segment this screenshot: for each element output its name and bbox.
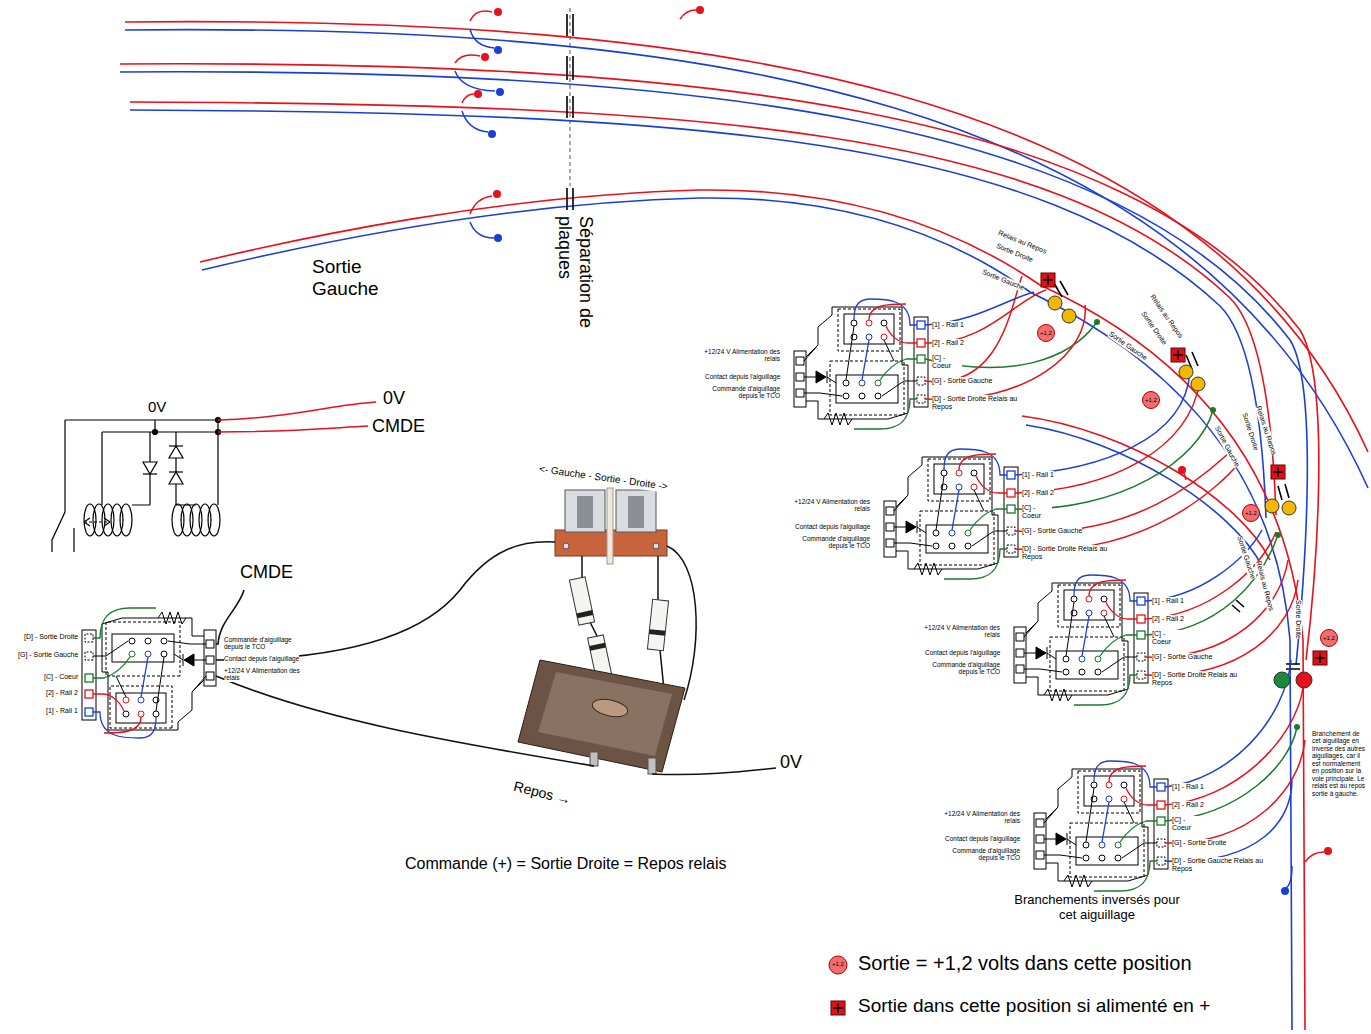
voltage-label: +1,2 [1145, 397, 1157, 403]
input-label: Commande d'aiguillage depuis le TCO [782, 535, 870, 550]
turnout-motor [555, 488, 667, 564]
voltage-marker: +1,2 [1037, 324, 1055, 342]
terminal-label: [2] - Rail 2 [1152, 615, 1184, 623]
legend-text: Sortie dans cette position si alimenté e… [858, 995, 1210, 1017]
insulated-joint [567, 14, 1300, 669]
input-label: +12/24 V Alimentation des relais [224, 667, 310, 682]
terminal-label: [D] - Sortie Droite Relais au Repos [1022, 545, 1114, 561]
terminal-label: [2] - Rail 2 [1172, 801, 1204, 809]
turnout-indicator [1041, 273, 1327, 730]
signal-name: 0V [148, 398, 166, 415]
terminal-label: [G] - Sortie Gauche [18, 651, 78, 659]
terminal-label: [1] - Rail 1 [1172, 783, 1204, 791]
motor-direction-label: <- Gauche - Sortie - Droite -> [538, 463, 668, 492]
terminal-label: [D] - Sortie Droite Relais au Repos [932, 395, 1024, 411]
terminal-label: [2] - Rail 2 [1022, 489, 1054, 497]
input-label: Contact depuis l'aiguillage [224, 655, 299, 662]
terminal-label: [C] - Coeur [44, 673, 78, 681]
relay-board [1034, 761, 1168, 891]
input-label: Commande d'aiguillage depuis le TCO [224, 636, 304, 651]
voltage-marker: +1,2 [1242, 504, 1260, 522]
relay-board [794, 299, 928, 429]
terminal-label: [C] - Coeur [1152, 630, 1182, 646]
terminal-label: [G] - Sortie Droite [1172, 839, 1226, 847]
track-label: Sortie Gauche [1213, 425, 1241, 468]
board-note: Branchements inversés pour cet aiguillag… [1012, 893, 1182, 923]
terminal-label: [2] - Rail 2 [46, 689, 78, 697]
feeder-dot [474, 6, 1332, 895]
track-name: Sortie Gauche [312, 256, 412, 300]
black-wire [216, 542, 776, 775]
legend-sample [829, 956, 847, 1015]
terminal-label: [D] - Sortie Gauche Relais au Repos [1172, 857, 1264, 873]
input-label: Contact depuis l'aiguillage [925, 649, 1000, 656]
legend-sample-label: +1,2 [832, 961, 844, 968]
signal-name: CMDE [240, 562, 293, 583]
relay-board [884, 449, 1018, 579]
input-label: Commande d'aiguillage depuis le TCO [932, 847, 1020, 862]
relay-board [82, 608, 216, 738]
terminal-label: [G] - Sortie Gauche [932, 377, 992, 385]
terminal-label: [1] - Rail 1 [46, 707, 78, 715]
terminal-label: [C] - Coeur [1172, 816, 1202, 832]
voltage-label: +1,2 [1040, 330, 1052, 336]
terminal-label: [D] - Sortie Droite [24, 633, 78, 641]
terminal-label: [C] - Coeur [932, 354, 962, 370]
terminal-label: [C] - Coeur [1022, 504, 1052, 520]
input-label: +12/24 V Alimentation des relais [928, 810, 1020, 825]
terminal-label: [G] - Sortie Gauche [1022, 527, 1082, 535]
legend-text: Sortie = +1,2 volts dans cette position [858, 952, 1192, 975]
board-wire [925, 276, 1305, 861]
input-label: Contact depuis l'aiguillage [945, 835, 1020, 842]
input-label: +12/24 V Alimentation des relais [688, 348, 780, 363]
relay-board [1014, 575, 1148, 705]
terminal-label: [1] - Rail 1 [932, 321, 964, 329]
input-label: +12/24 V Alimentation des relais [778, 498, 870, 513]
signal-name: 0V [780, 752, 802, 773]
terminal-label: [1] - Rail 1 [1152, 597, 1184, 605]
track-rails [120, 22, 1368, 1030]
signal-name: 0V [383, 388, 405, 409]
voltage-marker: +1,2 [1320, 629, 1338, 647]
voltage-marker: +1,2 [1142, 391, 1160, 409]
input-label: Commande d'aiguillage depuis le TCO [912, 661, 1000, 676]
input-label: +12/24 V Alimentation des relais [908, 624, 1000, 639]
note: Branchement de cet aiguillage en inverse… [1312, 730, 1367, 797]
input-label: Contact depuis l'aiguillage [705, 373, 780, 380]
terminal-label: [D] - Sortie Droite Relais au Repos [1152, 671, 1244, 687]
input-label: Commande d'aiguillage depuis le TCO [692, 385, 780, 400]
switch-position-label: Repos → [512, 778, 573, 808]
command-wire [218, 402, 376, 432]
signal-name: CMDE [372, 416, 425, 437]
plate-separation-line [570, 8, 571, 186]
relay-schematic [52, 418, 221, 553]
command-rule: Commande (+) = Sortie Droite = Repos rel… [405, 855, 726, 873]
voltage-label: +1,2 [1245, 510, 1257, 516]
track-label: Relais au Repos [1254, 560, 1275, 612]
plate-separation-label: Séparation de plaques [555, 216, 596, 346]
input-label: Contact depuis l'aiguillage [795, 523, 870, 530]
diode-symbol [569, 577, 668, 681]
terminal-label: [1] - Rail 1 [1022, 471, 1054, 479]
voltage-label: +1,2 [1323, 635, 1335, 641]
terminal-label: [G] - Sortie Gauche [1152, 653, 1212, 661]
terminal-label: [2] - Rail 2 [932, 339, 964, 347]
track-label: Sortie Droite [1294, 600, 1302, 639]
track-feeder [455, 10, 1324, 888]
